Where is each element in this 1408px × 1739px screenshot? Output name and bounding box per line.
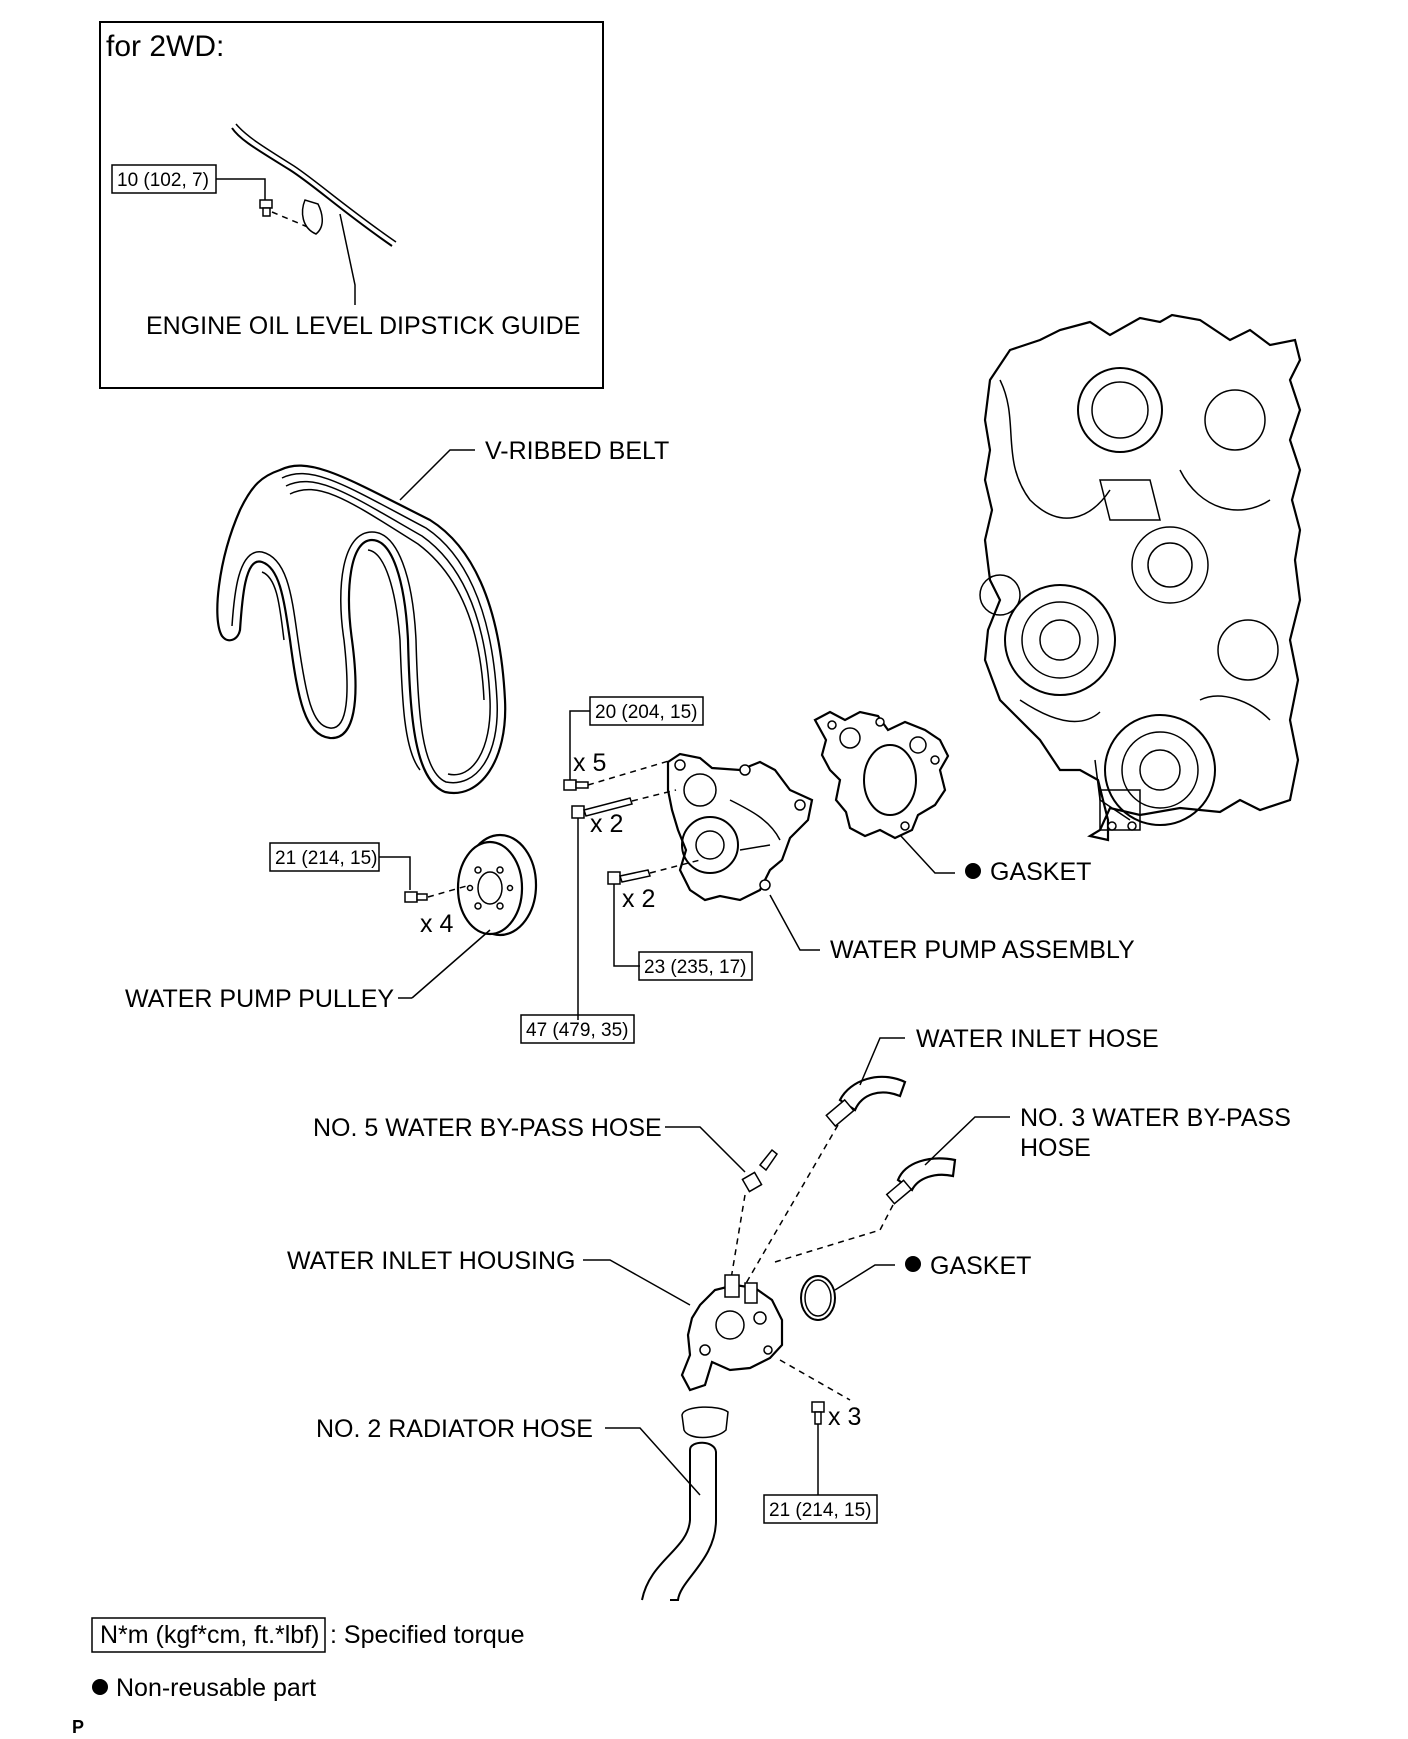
no3-bypass-hose-label-line2: HOSE <box>1020 1134 1091 1162</box>
pump-side-dash <box>649 859 701 874</box>
no5-bypass-dash <box>729 1194 746 1286</box>
no3-bypass-hose-icon <box>885 1157 957 1205</box>
torque-box-pump-side <box>638 951 753 981</box>
no2-radiator-hose-label: NO. 2 RADIATOR HOSE <box>316 1415 593 1443</box>
no3-bypass-hose-leader <box>924 1116 1010 1166</box>
inset-torque-value: 10 (102, 7) <box>117 170 209 191</box>
no3-bypass-hose-label-line1: NO. 3 WATER BY-PASS <box>1020 1104 1291 1132</box>
no5-bypass-hose-icon <box>741 1148 779 1193</box>
torque-pump-upper: 20 (204, 15) <box>595 702 697 723</box>
inlet-gasket-leader <box>834 1264 895 1291</box>
legend: N*m (kgf*cm, ft.*lbf) : Specified torque… <box>91 1617 525 1702</box>
count-x4: x 4 <box>420 910 453 938</box>
torque-inlet-housing: 21 (214, 15) <box>769 1500 871 1521</box>
torque-pump-long: 47 (479, 35) <box>526 1020 628 1041</box>
dipstick-guide-icon <box>231 123 397 247</box>
v-ribbed-belt-label: V-RIBBED BELT <box>485 437 669 465</box>
pulley-bolt-icon <box>404 891 428 903</box>
water-pump-assembly-icon <box>666 752 814 902</box>
torque-pump-side: 23 (235, 17) <box>644 957 746 978</box>
pump-gasket-icon <box>813 710 950 840</box>
pump-side-leader <box>613 884 640 967</box>
v-ribbed-belt-icon <box>216 464 507 795</box>
v-ribbed-belt-leader <box>399 449 475 501</box>
water-inlet-hose-label: WATER INLET HOSE <box>916 1025 1159 1053</box>
inset-torque-leader <box>216 178 266 200</box>
water-inlet-housing-icon <box>680 1274 784 1392</box>
pulley-bolt-dash <box>427 884 471 898</box>
count-x5: x 5 <box>573 749 606 777</box>
dipstick-guide-label: ENGINE OIL LEVEL DIPSTICK GUIDE <box>146 312 580 340</box>
count-x2-b: x 2 <box>622 885 655 913</box>
legend-torque-box-text: N*m (kgf*cm, ft.*lbf) <box>100 1621 319 1649</box>
no2-radiator-hose-icon <box>641 1406 729 1601</box>
no3-bypass-dash <box>774 1204 894 1263</box>
torque-pulley: 21 (214, 15) <box>275 848 377 869</box>
inlet-bolt-icon <box>811 1401 825 1425</box>
inlet-gasket-icon <box>800 1275 836 1321</box>
pump-long-dash <box>631 789 677 802</box>
pump-long-bolt-icon <box>571 797 633 819</box>
water-pump-pulley-icon <box>456 833 538 937</box>
legend-non-reusable-text: Non-reusable part <box>116 1674 316 1702</box>
water-pump-pulley-label: WATER PUMP PULLEY <box>125 985 394 1013</box>
water-inlet-hose-leader <box>859 1037 905 1086</box>
count-x2-a: x 2 <box>590 810 623 838</box>
count-x3: x 3 <box>828 1403 861 1431</box>
no5-bypass-hose-leader <box>665 1126 746 1173</box>
pump-side-bolt-icon <box>607 869 651 885</box>
inset-part-leader <box>339 213 356 305</box>
legend-torque-box <box>91 1617 326 1653</box>
inlet-bolt-dash <box>779 1359 851 1401</box>
pump-gasket-label: GASKET <box>990 858 1091 886</box>
inset-bolt-dash <box>271 211 311 229</box>
pulley-leader <box>411 929 491 999</box>
pump-upper-bolt-icon <box>563 779 589 791</box>
inset-2wd: for 2WD: 10 (102, 7) ENGINE OIL LEVEL DI… <box>99 21 604 389</box>
pump-gasket-leader <box>899 834 955 874</box>
corner-mark: P <box>72 1717 84 1734</box>
water-inlet-housing-leader <box>583 1259 691 1306</box>
inlet-hose-dash <box>744 1124 839 1286</box>
pump-upper-leader <box>569 710 590 780</box>
water-pump-assembly-label: WATER PUMP ASSEMBLY <box>830 936 1135 964</box>
inlet-gasket-label: GASKET <box>930 1252 1031 1280</box>
no5-bypass-hose-label: NO. 5 WATER BY-PASS HOSE <box>313 1114 662 1142</box>
torque-box-inlet <box>763 1494 878 1524</box>
pump-upper-dash <box>587 759 673 786</box>
inset-bolt-icon <box>259 199 273 217</box>
inset-title: for 2WD: <box>106 30 224 63</box>
pulley-torque-leader <box>379 856 411 890</box>
no2-radiator-hose-leader <box>605 1427 701 1496</box>
water-inlet-hose-icon <box>825 1075 907 1128</box>
torque-box-pump-long <box>520 1014 635 1044</box>
inset-frame <box>99 21 604 389</box>
legend-non-reusable-icon <box>92 1679 108 1695</box>
non-reusable-marker-icon <box>905 1256 921 1272</box>
inlet-gasket-inner <box>804 1279 832 1317</box>
water-inlet-housing-label: WATER INLET HOUSING <box>287 1247 575 1275</box>
legend-torque-text: : Specified torque <box>330 1621 525 1649</box>
engine-block-illustration <box>979 313 1302 842</box>
non-reusable-marker-icon <box>965 863 981 879</box>
water-pump-assembly-leader <box>769 894 820 951</box>
